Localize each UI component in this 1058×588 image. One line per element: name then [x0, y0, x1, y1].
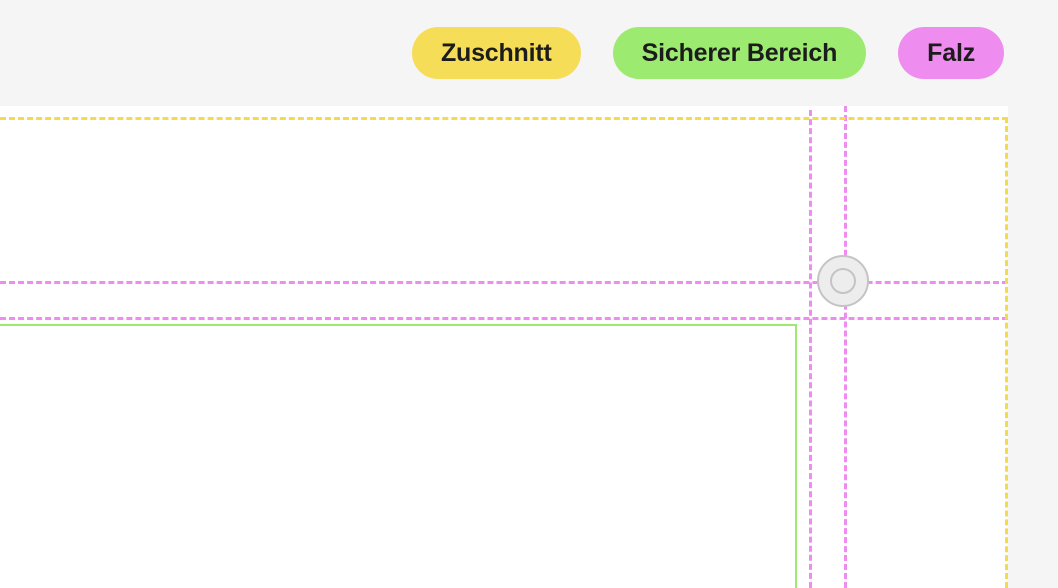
handle-core-ring — [830, 268, 856, 294]
guide-intersection-handle[interactable] — [817, 255, 869, 307]
legend-pill-zuschnitt[interactable]: Zuschnitt — [411, 27, 581, 79]
artboard-sheet — [0, 106, 1008, 588]
legend-pill-sicherer-bereich[interactable]: Sicherer Bereich — [612, 27, 867, 79]
legend-pill-falz[interactable]: Falz — [898, 27, 1004, 79]
guide-legend-bar: Zuschnitt Sicherer Bereich Falz — [0, 0, 1058, 106]
